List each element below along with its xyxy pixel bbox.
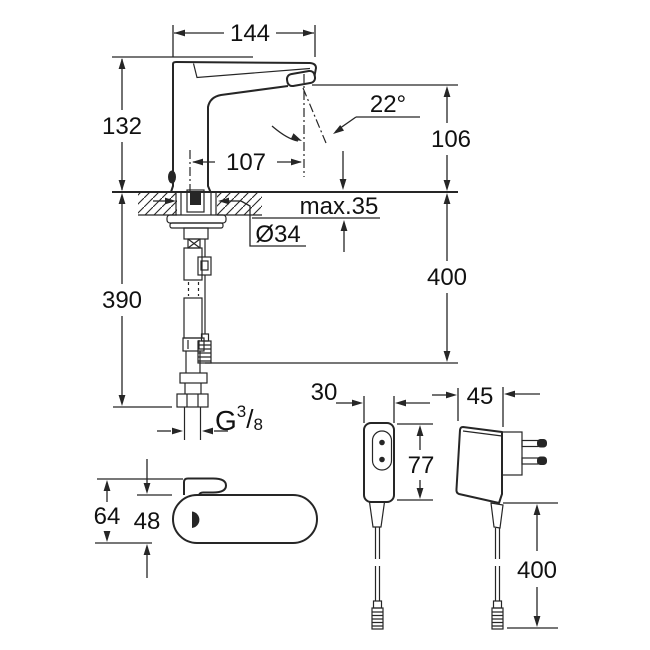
dim-400-psu: 400: [503, 502, 558, 629]
faucet-side-view: [168, 61, 327, 193]
dim-30: 30: [311, 379, 430, 423]
dim-390: 390: [102, 193, 172, 408]
dim-label-cable-length: 400: [427, 264, 467, 291]
sensor-cable: [197, 239, 212, 364]
dim-label-body-depth: 48: [134, 508, 161, 535]
dim-label-psu-height: 77: [408, 452, 435, 479]
supply-hose-assembly: [166, 214, 227, 440]
shank-fitting: [183, 227, 209, 240]
dim-label-psu-cable-length: 400: [517, 557, 557, 584]
stream-axis-angled: [302, 87, 327, 144]
dim-label-overall-depth: 64: [94, 503, 121, 530]
dim-45: 45: [432, 383, 540, 427]
dim-label-spout-axis-offset: 107: [226, 149, 266, 176]
power-supply-front-view: 30 77: [311, 379, 435, 630]
dim-77: 77: [397, 423, 435, 501]
dim-144: 144: [172, 20, 316, 57]
mounting-shank: [175, 189, 217, 215]
faucet-body-plan: [172, 494, 318, 544]
dim-label-spray-angle: 22°: [370, 91, 406, 118]
dim-label-body-height: 132: [102, 113, 142, 140]
mounting-flange: [166, 214, 227, 224]
psu-body-side: [455, 426, 503, 504]
dim-label-max-deck: max.35: [300, 193, 379, 220]
faucet-body-outline: [170, 61, 317, 193]
counter-deck: [112, 189, 458, 216]
dim-label-spout-reach: 144: [230, 20, 270, 47]
dim-64: 64: [94, 478, 183, 544]
faucet-top-view: 64 48: [94, 459, 318, 578]
connection-nut: [176, 393, 209, 408]
dim-107: 107: [192, 149, 302, 176]
shank-collar: [179, 372, 208, 384]
dim-132: 132: [102, 56, 253, 191]
dim-label-hose-length: 390: [102, 287, 142, 314]
dim-label-hole-diameter: Ø34: [255, 221, 300, 248]
psu-socket-outline: [371, 430, 393, 471]
dim-106: 106: [312, 84, 471, 191]
psu-strain-relief: [368, 501, 386, 528]
sensor-dot: [192, 511, 200, 528]
dim-label-thread: G3/8: [215, 402, 263, 436]
deck-hatch-right: [217, 192, 262, 215]
sensor-window: [168, 170, 176, 184]
dim-48: 48: [134, 459, 172, 578]
dim-spray-angle: 22°: [271, 91, 420, 142]
cable-connector: [197, 340, 212, 364]
psu-plug-collar: [501, 431, 523, 476]
dim-label-psu-width: 30: [311, 379, 338, 406]
dim-max-deck: max.35: [252, 151, 380, 252]
dim-label-psu-depth: 45: [467, 383, 494, 410]
aerator-outlet: [285, 69, 317, 88]
braided-hose-lower: [183, 297, 203, 339]
dim-thread: G3/8: [157, 402, 263, 436]
faucet-spout-underside: [207, 85, 289, 193]
psu-plug-pin: [521, 457, 539, 465]
dim-hole-diameter: Ø34: [153, 197, 306, 248]
psu-plug-pin: [521, 439, 539, 448]
dim-400-main: 400: [205, 193, 467, 364]
dim-label-outlet-height: 106: [431, 126, 471, 153]
braided-hose-upper: [183, 247, 203, 281]
faucet-top-chamfer: [192, 63, 311, 79]
power-supply-side-view: 45 400: [432, 383, 558, 630]
temperature-lever: [183, 477, 227, 496]
deck-hatch-left: [138, 192, 177, 215]
